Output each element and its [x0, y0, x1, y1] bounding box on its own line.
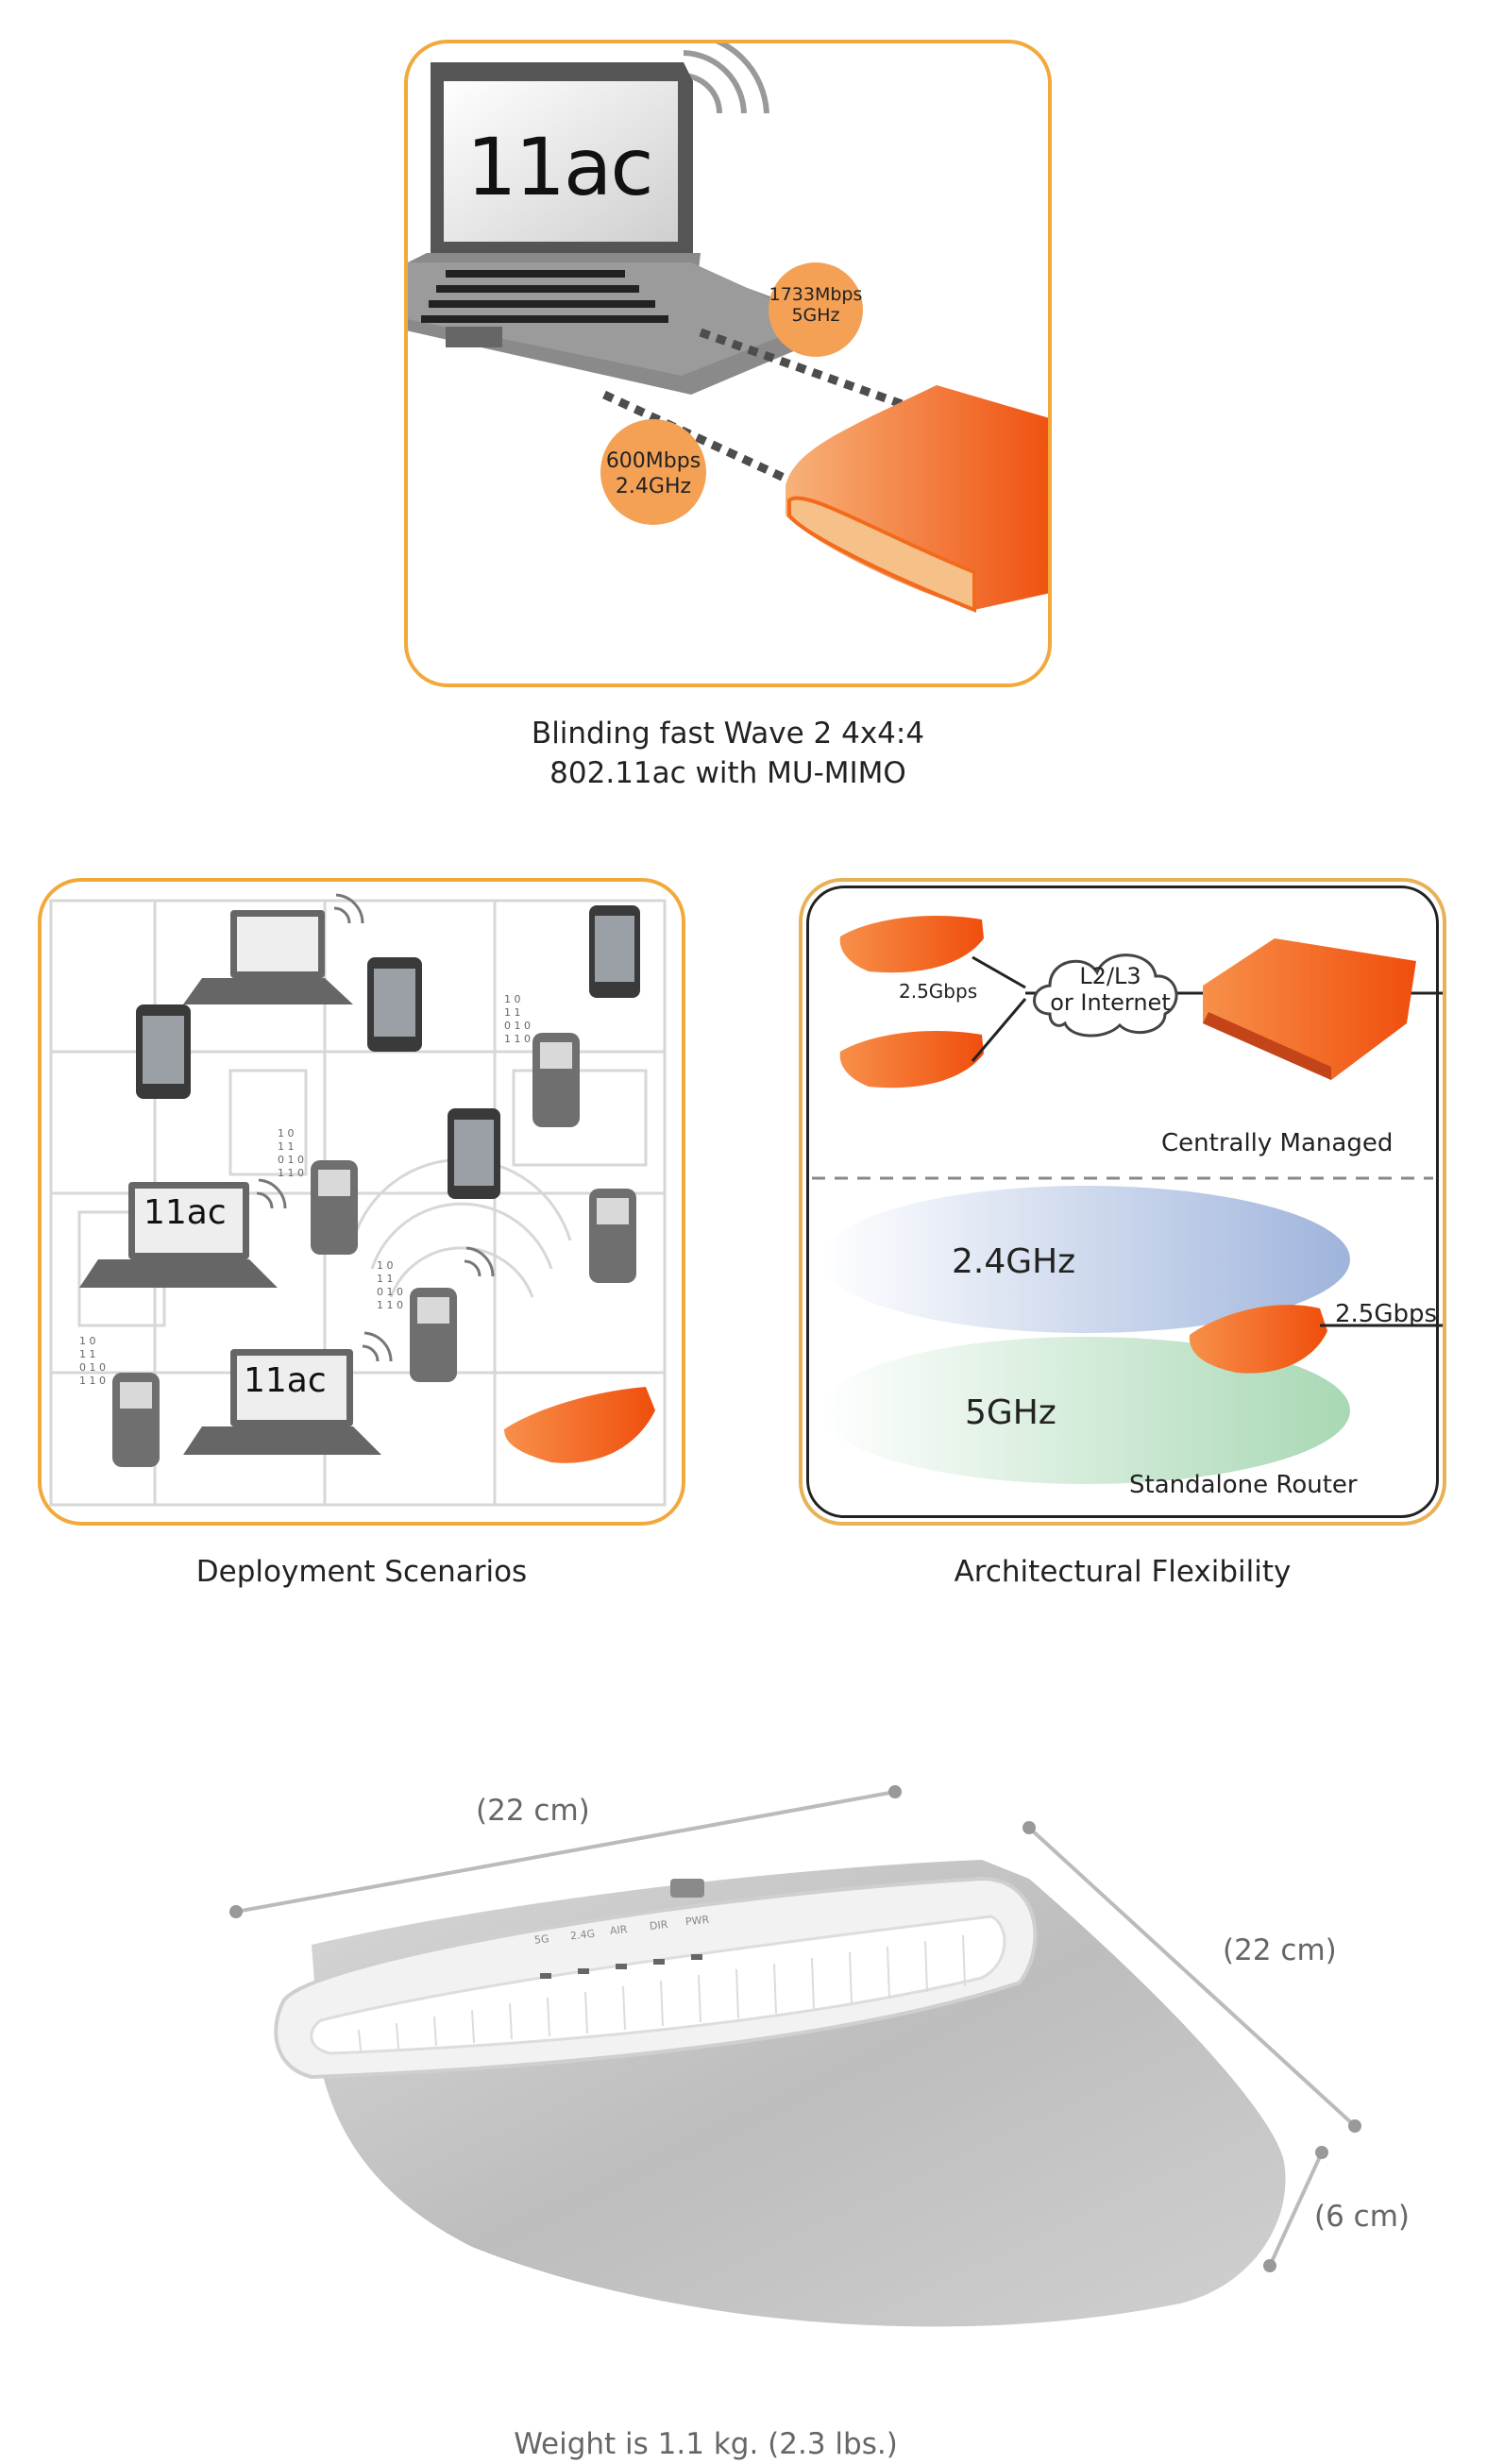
- led-label-air: AIR: [609, 1923, 629, 1937]
- svg-text:1 1: 1 1: [79, 1348, 96, 1360]
- cloud-label-line1: L2/L3: [1079, 963, 1141, 989]
- cloud-label-line2: or Internet: [1050, 989, 1171, 1016]
- laptop-label-2: 11ac: [244, 1361, 327, 1400]
- wave2-card: 11ac 1733Mbps 5GHz 600Mbps 2.4GHz: [404, 40, 1052, 687]
- laptop-label-1: 11ac: [144, 1193, 227, 1232]
- link-speed-top: 2.5Gbps: [899, 980, 978, 1003]
- svg-text:1 0: 1 0: [278, 1127, 295, 1139]
- access-point-icon: [504, 1387, 655, 1463]
- product-shot: (22 cm) (22 cm) (6 cm) 5G 2.4G AIR DIR P…: [0, 1756, 1487, 2417]
- controller-appliance-icon: [1203, 938, 1416, 1080]
- svg-text:0 1 0: 0 1 0: [79, 1361, 106, 1374]
- svg-text:1 1 0: 1 1 0: [504, 1033, 531, 1045]
- svg-text:0 1 0: 0 1 0: [278, 1154, 304, 1166]
- band-24ghz-label: 2.4GHz: [952, 1242, 1076, 1281]
- svg-text:1 0: 1 0: [377, 1259, 394, 1272]
- width-dimension-label: (22 cm): [476, 1794, 590, 1828]
- access-point-icon: [1189, 1305, 1327, 1374]
- svg-text:1 1: 1 1: [377, 1273, 394, 1285]
- access-point-icon: [786, 385, 1048, 613]
- badge-5ghz: [769, 262, 863, 357]
- height-dimension-label: (6 cm): [1314, 2200, 1411, 2234]
- dashed-link-5ghz: [699, 328, 920, 414]
- standalone-router-label: Standalone Router: [1129, 1471, 1358, 1499]
- band-5ghz-label: 5GHz: [965, 1393, 1056, 1432]
- centrally-managed-label: Centrally Managed: [1161, 1129, 1394, 1157]
- led-label-24g: 2.4G: [569, 1927, 596, 1943]
- wave2-caption-line2: 802.11ac with MU-MIMO: [549, 756, 906, 790]
- deployment-caption: Deployment Scenarios: [195, 1555, 528, 1589]
- svg-text:0 1 0: 0 1 0: [504, 1020, 531, 1032]
- wave2-illustration: [408, 43, 1048, 613]
- svg-text:1 1: 1 1: [504, 1006, 521, 1019]
- link-speed-bottom: 2.5Gbps: [1335, 1300, 1438, 1328]
- architecture-caption: Architectural Flexibility: [954, 1555, 1292, 1589]
- badge-24ghz: [600, 419, 706, 525]
- cloud-icon: [1033, 954, 1178, 1038]
- badge-24ghz-line2: 2.4GHz: [615, 475, 692, 498]
- laptop-screen-label: 11ac: [466, 121, 654, 213]
- wave2-caption-line1: Blinding fast Wave 2 4x4:4: [531, 717, 925, 751]
- led-label-dir: DIR: [649, 1918, 668, 1932]
- architecture-illustration: [812, 916, 1443, 1484]
- svg-text:0 1 0: 0 1 0: [377, 1286, 403, 1298]
- svg-text:1 0: 1 0: [79, 1335, 96, 1347]
- badge-24ghz-line1: 600Mbps: [605, 449, 701, 473]
- badge-5ghz-line1: 1733Mbps: [769, 284, 863, 305]
- svg-text:1 1: 1 1: [278, 1140, 295, 1153]
- architecture-card: 2.5Gbps L2/L3 or Internet Centrally Mana…: [799, 878, 1446, 1526]
- led-label-pwr: PWR: [684, 1913, 710, 1929]
- product-illustration: [229, 1785, 1361, 2327]
- access-point-icon: [839, 916, 984, 1089]
- svg-text:1 1 0: 1 1 0: [377, 1299, 403, 1311]
- laptop-icon: [408, 62, 852, 395]
- svg-text:1 1 0: 1 1 0: [278, 1167, 304, 1179]
- svg-text:1 1 0: 1 1 0: [79, 1375, 106, 1387]
- badge-5ghz-line2: 5GHz: [791, 305, 840, 326]
- dashed-link-24ghz: [602, 390, 806, 492]
- weight-caption: Weight is 1.1 kg. (2.3 lbs.): [514, 2427, 898, 2461]
- svg-text:1 0: 1 0: [504, 993, 521, 1005]
- led-indicators: [540, 1954, 702, 1979]
- led-label-5g: 5G: [533, 1932, 550, 1947]
- wifi-signal-icon: [681, 43, 769, 114]
- deployment-illustration: 1 01 10 1 01 1 0 1 01 10 1 01 1 0 1 01 1…: [49, 893, 667, 1507]
- depth-dimension-label: (22 cm): [1223, 1933, 1337, 1967]
